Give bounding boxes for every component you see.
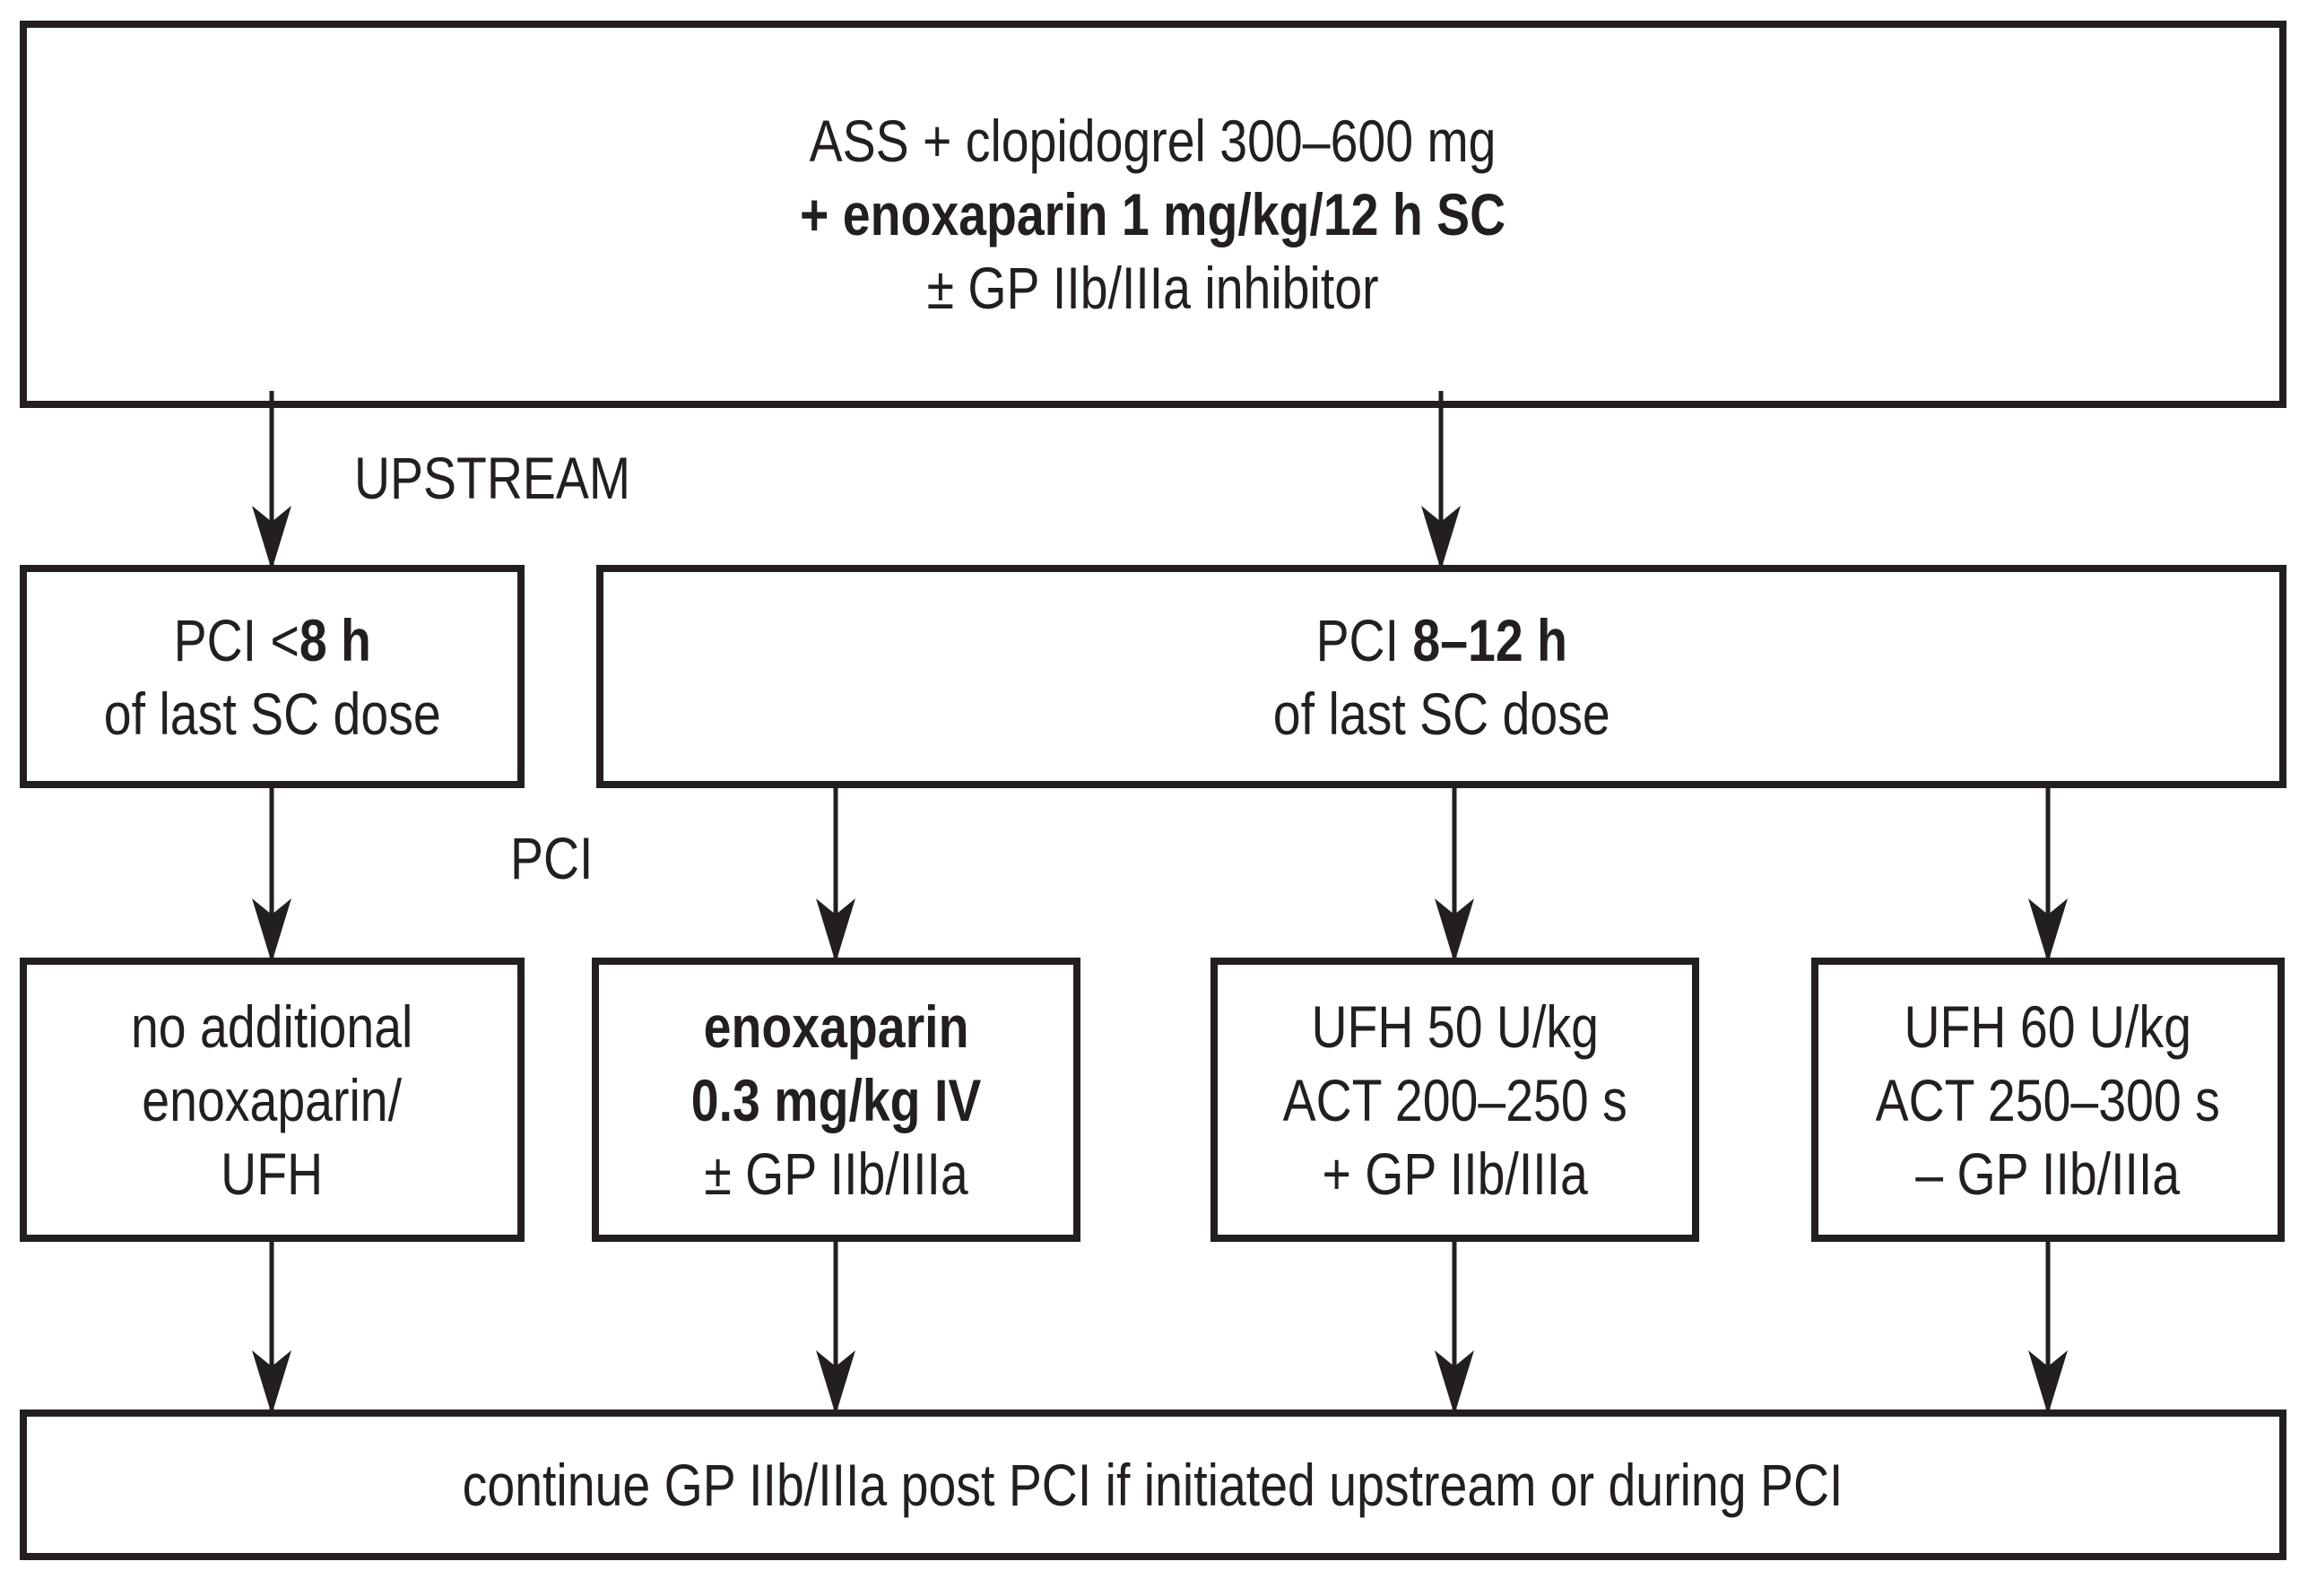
node-pci-lt-8h: PCI <8 h of last SC dose: [20, 565, 525, 788]
no-additional-line1: no additional: [131, 993, 413, 1060]
arrow-enoxaparin-iv-to-continue: [816, 1236, 855, 1415]
enoxaparin-iv-line1: enoxaparin: [703, 993, 969, 1060]
pci-8-12h-line2: of last SC dose: [1272, 680, 1610, 747]
arrow-pci-lt8h-to-no-additional: [252, 784, 291, 963]
pci-8-12h-line1-bold: 8–12 h: [1412, 606, 1567, 673]
pci-lt-8h-line1-normal: PCI <: [173, 606, 299, 673]
no-additional-line2: enoxaparin/: [142, 1066, 403, 1133]
pci-8-12h-line1-normal: PCI: [1315, 606, 1413, 673]
enoxaparin-iv-line3: ± GP IIb/IIIa: [704, 1140, 968, 1207]
continue-gp-line1: continue GP IIb/IIIa post PCI if initiat…: [463, 1452, 1844, 1518]
node-enoxaparin-iv: enoxaparin 0.3 mg/kg IV ± GP IIb/IIIa: [592, 958, 1080, 1242]
ufh-50-line2: ACT 200–250 s: [1282, 1066, 1627, 1133]
arrow-top-to-pci-8-12h: [1421, 391, 1461, 570]
arrow-pci-8-12h-to-ufh-60: [2028, 784, 2068, 963]
pci-lt-8h-line1: PCI <8 h: [104, 603, 441, 677]
node-initial-therapy: ASS + clopidogrel 300–600 mg + enoxapari…: [20, 21, 2286, 408]
ufh-50-line3: + GP IIb/IIIa: [1322, 1140, 1588, 1207]
arrow-pci-8-12h-to-enoxaparin-iv: [816, 784, 855, 963]
node-continue-gp: continue GP IIb/IIIa post PCI if initiat…: [20, 1410, 2286, 1560]
arrow-pci-8-12h-to-ufh-50: [1435, 784, 1474, 963]
ufh-60-line1: UFH 60 U/kg: [1904, 993, 2192, 1060]
node-ufh-60: UFH 60 U/kg ACT 250–300 s – GP IIb/IIIa: [1811, 958, 2285, 1242]
initial-therapy-line1: ASS + clopidogrel 300–600 mg: [810, 108, 1497, 174]
arrow-ufh-50-to-continue: [1435, 1236, 1474, 1415]
pci-8-12h-line1: PCI 8–12 h: [1273, 603, 1610, 677]
node-ufh-60-text: UFH 60 U/kg ACT 250–300 s – GP IIb/IIIa: [1876, 990, 2220, 1210]
node-enoxaparin-iv-text: enoxaparin 0.3 mg/kg IV ± GP IIb/IIIa: [691, 990, 982, 1210]
pci-lt-8h-line2: of last SC dose: [103, 680, 441, 747]
initial-therapy-line3: ± GP IIb/IIIa inhibitor: [927, 255, 1379, 321]
enoxaparin-iv-line2: 0.3 mg/kg IV: [690, 1066, 982, 1133]
node-ufh-50-text: UFH 50 U/kg ACT 200–250 s + GP IIb/IIIa: [1282, 990, 1627, 1210]
node-initial-therapy-text: ASS + clopidogrel 300–600 mg + enoxapari…: [800, 104, 1505, 325]
node-continue-gp-text: continue GP IIb/IIIa post PCI if initiat…: [463, 1448, 1844, 1522]
arrow-no-additional-to-continue: [252, 1236, 291, 1415]
ufh-60-line3: – GP IIb/IIIa: [1915, 1140, 2181, 1207]
ufh-60-line2: ACT 250–300 s: [1875, 1066, 2221, 1133]
pci-label: PCI: [510, 825, 594, 891]
pci-lt-8h-line1-bold: 8 h: [299, 606, 371, 673]
node-pci-8-12h-text: PCI 8–12 h of last SC dose: [1273, 603, 1610, 750]
node-no-additional: no additional enoxaparin/ UFH: [20, 958, 525, 1242]
node-no-additional-text: no additional enoxaparin/ UFH: [131, 990, 412, 1210]
node-ufh-50: UFH 50 U/kg ACT 200–250 s + GP IIb/IIIa: [1210, 958, 1699, 1242]
node-pci-lt-8h-text: PCI <8 h of last SC dose: [104, 603, 441, 750]
ufh-50-line1: UFH 50 U/kg: [1311, 993, 1599, 1060]
node-pci-8-12h: PCI 8–12 h of last SC dose: [596, 565, 2286, 788]
arrow-ufh-60-to-continue: [2028, 1236, 2068, 1415]
initial-therapy-line2: + enoxaparin 1 mg/kg/12 h SC: [800, 181, 1506, 247]
arrow-top-to-pci-lt8h: [252, 391, 291, 570]
upstream-label: UPSTREAM: [354, 445, 631, 511]
no-additional-line3: UFH: [221, 1140, 324, 1207]
